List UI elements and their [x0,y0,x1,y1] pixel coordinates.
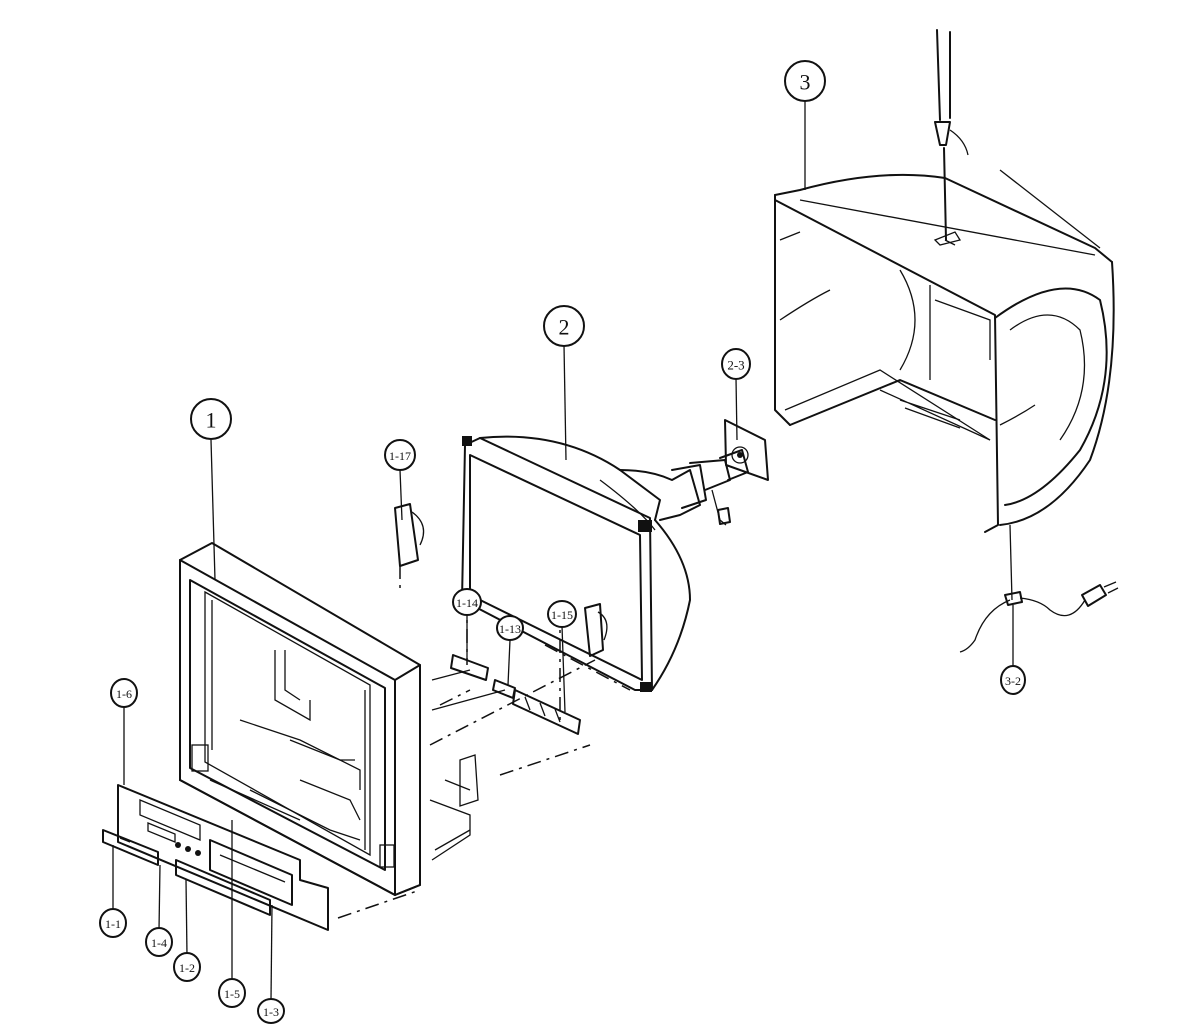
rear-cabinet [774,29,1119,653]
callout-1-17-label: 1-17 [389,449,411,463]
crt-picture-tube [461,435,749,692]
callout-3-label: 3 [800,70,811,95]
callout-1-label: 1 [206,408,217,433]
front-control-panel [102,784,329,931]
callout-3: 3 [784,60,826,102]
callout-1-2: 1-2 [173,952,201,982]
callout-1-6-label: 1-6 [116,687,132,701]
callout-3-2-label: 3-2 [1005,674,1021,688]
callout-1-4-label: 1-4 [151,936,167,950]
callout-2-label: 2 [559,315,570,340]
callout-1-14: 1-14 [452,588,482,616]
callout-2-3-label: 2-3 [727,358,744,373]
callout-1-5-label: 1-5 [224,987,240,1001]
callout-2-3: 2-3 [721,348,751,380]
callout-1-13: 1-13 [496,615,524,641]
callout-1-17: 1-17 [384,439,416,471]
callout-1-4: 1-4 [145,927,173,957]
callout-1-15: 1-15 [547,600,577,628]
callout-1-15-label: 1-15 [551,608,573,622]
callout-1-14-label: 1-14 [456,596,478,610]
callout-1-3-label: 1-3 [263,1005,279,1019]
callout-3-2: 3-2 [1000,665,1026,695]
callout-1-13-label: 1-13 [499,622,521,636]
callout-1-1-label: 1-1 [105,917,121,931]
callout-1: 1 [190,398,232,440]
deflection-board [724,419,769,481]
small-brackets [394,503,581,735]
callout-1-3: 1-3 [257,998,285,1024]
callout-1-2-label: 1-2 [179,961,195,975]
callout-1-6: 1-6 [110,678,138,708]
leader-lines [112,100,1014,1001]
callout-1-1: 1-1 [99,908,127,938]
callout-1-5: 1-5 [218,978,246,1008]
callout-2: 2 [543,305,585,347]
front-cabinet [179,542,506,896]
